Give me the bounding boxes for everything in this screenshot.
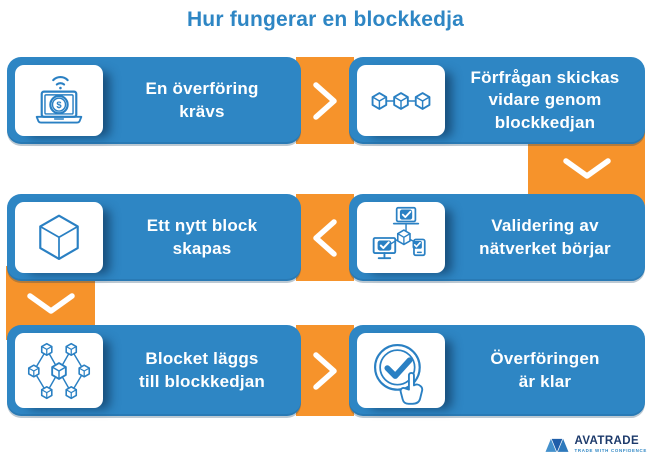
- icon-tile: [357, 333, 445, 408]
- connector-step5-step6: [296, 325, 354, 416]
- chevron-right-icon: [313, 81, 337, 120]
- step-box-1: $ En överföring krävs: [7, 57, 301, 144]
- logo-tagline: TRADE WITH CONFIDENCE: [574, 448, 647, 454]
- laptop-payment-icon: $: [35, 75, 83, 124]
- step-box-3: Validering av nätverket börjar: [349, 194, 645, 281]
- network-validation-icon: [372, 206, 426, 259]
- step-label: Ett nytt block skapas: [146, 216, 258, 258]
- icon-tile: $: [15, 65, 103, 136]
- connector-step3-step4: [296, 194, 354, 281]
- step-label: Förfrågan skickas vidare genom blockkedj…: [470, 68, 620, 132]
- step-box-2: Förfrågan skickas vidare genom blockkedj…: [349, 57, 645, 144]
- step-label: Validering av nätverket börjar: [479, 216, 611, 258]
- icon-tile: [357, 65, 445, 136]
- ava-triangles-logo-icon: [544, 436, 570, 454]
- page-title: Hur fungerar en blockkedja: [186, 8, 465, 31]
- chevron-down-icon: [562, 157, 611, 179]
- logo-brand: AVATRADE: [574, 435, 640, 448]
- step-box-5: Blocket läggs till blockkedjan: [7, 325, 301, 416]
- confirm-click-icon: [374, 343, 424, 405]
- step-box-6: Överföringen är klar: [349, 325, 645, 416]
- icon-tile: [357, 202, 445, 273]
- step-label: Blocket läggs till blockkedjan: [138, 349, 265, 391]
- linked-blocks-icon: [371, 91, 431, 110]
- logo-text: AVATRADE TRADE WITH CONFIDENCE: [574, 436, 647, 453]
- avatrade-logo: AVATRADE TRADE WITH CONFIDENCE: [544, 436, 647, 454]
- step-label: En överföring krävs: [145, 79, 259, 121]
- connector-step1-step2: [296, 57, 354, 144]
- chevron-down-icon: [26, 292, 75, 314]
- icon-tile: [15, 202, 103, 273]
- block-network-icon: [27, 342, 91, 399]
- step-label: Överföringen är klar: [490, 349, 600, 391]
- svg-text:$: $: [56, 100, 62, 110]
- step-box-4: Ett nytt block skapas: [7, 194, 301, 281]
- cube-icon: [39, 214, 79, 260]
- chevron-right-icon: [313, 351, 337, 390]
- icon-tile: [15, 333, 103, 408]
- chevron-left-icon: [313, 218, 337, 257]
